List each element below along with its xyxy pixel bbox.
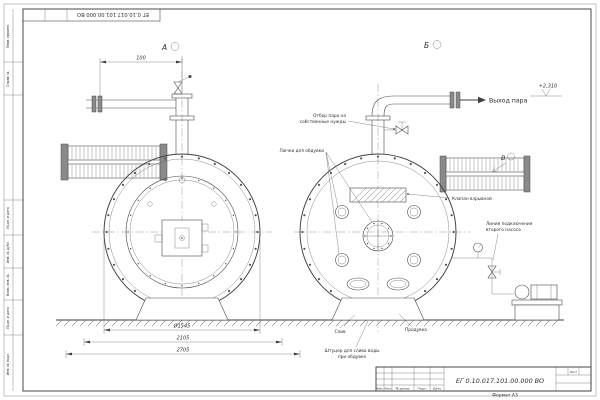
explosion-valve [349, 187, 407, 203]
format-note: Формат А3 [492, 392, 518, 398]
economizer-right [439, 155, 531, 193]
blowdown-callout: Продувка [398, 313, 427, 333]
view-a-index [170, 42, 180, 51]
drain-callout: Слив [334, 314, 356, 335]
support-saddle [135, 297, 229, 321]
flange-bolts [301, 155, 455, 309]
stamp-doc-number: ЕГ 0.10.017.101.00.000 ВО [77, 11, 149, 17]
margin-label: Взам. инв. № [6, 274, 10, 296]
title-block: Изм. Лист № докум. Подп. Дата ЕГ 0.10.01… [375, 366, 592, 398]
margin-label: Справ. № [6, 71, 10, 87]
drain-fitting-label: при обдувке [338, 354, 367, 360]
doc-number: ЕГ 0.10.017.101.00.000 ВО [456, 377, 544, 385]
takeoff-valve [384, 121, 409, 135]
sheet-label: Лист [570, 370, 578, 374]
dim-2105-label: 2105 [177, 336, 190, 342]
safety-valve [173, 75, 192, 95]
view-v-index [507, 152, 515, 161]
door-bolts [127, 177, 237, 287]
dimensions: 100 Ø1545 2105 2705 [65, 56, 301, 358]
steam-arrow-icon [478, 96, 486, 104]
boiler-front-view-b [294, 84, 563, 332]
pump-unit [511, 284, 563, 321]
second-pump-label: второго насоса [486, 228, 521, 233]
piping-view-a [86, 75, 195, 154]
pump-line [451, 242, 563, 321]
steam-takeoff-label: Отбор пара на [313, 113, 346, 119]
manhole [362, 220, 394, 252]
col-izm: Изм. [376, 387, 383, 391]
drain-fitting-label: Штуцер для слива воды [325, 348, 381, 354]
dim-100: 100 [99, 56, 183, 96]
dim-100-label: 100 [136, 56, 146, 62]
elevation-label: +2,310 [539, 84, 558, 90]
dim-2705-label: 2705 [177, 348, 190, 354]
steam-outlet-label: Выход пара [489, 98, 528, 105]
dim-diameter-label: Ø1545 [173, 323, 191, 330]
steam-takeoff-label: собственные нужды [300, 119, 347, 125]
col-sign: Подп. [417, 387, 426, 391]
explosion-valve-label: Клапан взрывной [452, 195, 492, 202]
col-list: Лист [384, 387, 392, 391]
col-doc: № докум. [396, 387, 411, 391]
second-pump-callout: Линия подключения второго насоса [486, 221, 533, 261]
margin-label: Подп. и дата [6, 307, 10, 329]
support-saddle [331, 297, 425, 321]
col-date: Дата [433, 387, 441, 391]
margin-label: Инв. № дубл. [6, 241, 10, 263]
dim-2105: 2105 [83, 336, 283, 346]
view-b-label: Б [424, 41, 429, 50]
view-v-label: В [501, 154, 506, 162]
drain-label: Слив [334, 329, 346, 335]
economizer-left [60, 143, 168, 181]
dim-2705: 2705 [65, 348, 301, 358]
annotations: А Б В Выход пара +2,310 Отбор пара на со… [161, 40, 562, 360]
drain-fitting-callout: Штуцер для слива воды при обдувке [325, 320, 381, 360]
blow-ports [335, 205, 421, 267]
explosion-valve-callout: Клапан взрывной [407, 193, 492, 202]
ground-line [55, 319, 564, 327]
burner-door [147, 176, 217, 257]
blow-ports-label: Лючки для обдувки [279, 148, 324, 154]
piping-view-b [365, 91, 461, 154]
view-b-index [432, 40, 442, 49]
margin-label: Перв. примен. [6, 24, 10, 48]
dim-diameter: Ø1545 [103, 240, 261, 334]
blowdown-label: Продувка [405, 327, 427, 333]
drawing-frame: Перв. примен. Справ. № Подп. и дата Инв.… [3, 3, 597, 397]
margin-label: Инв. № подл. [6, 353, 10, 375]
steam-takeoff-callout: Отбор пара на собственные нужды [300, 113, 395, 130]
boiler-front-view-a [60, 56, 272, 332]
view-a-label: А [161, 43, 167, 52]
elevation-mark: +2,310 [530, 84, 562, 97]
top-stamp: ЕГ 0.10.017.101.00.000 ВО [22, 8, 161, 22]
handholes [346, 277, 410, 291]
margin-label: Подп. и дата [6, 207, 10, 229]
steam-outlet-callout: Выход пара [460, 96, 528, 105]
blow-ports-callout: Лючки для обдувки [279, 148, 373, 255]
second-pump-label: Линия подключения [486, 221, 533, 227]
pressure-gauge [473, 242, 483, 253]
